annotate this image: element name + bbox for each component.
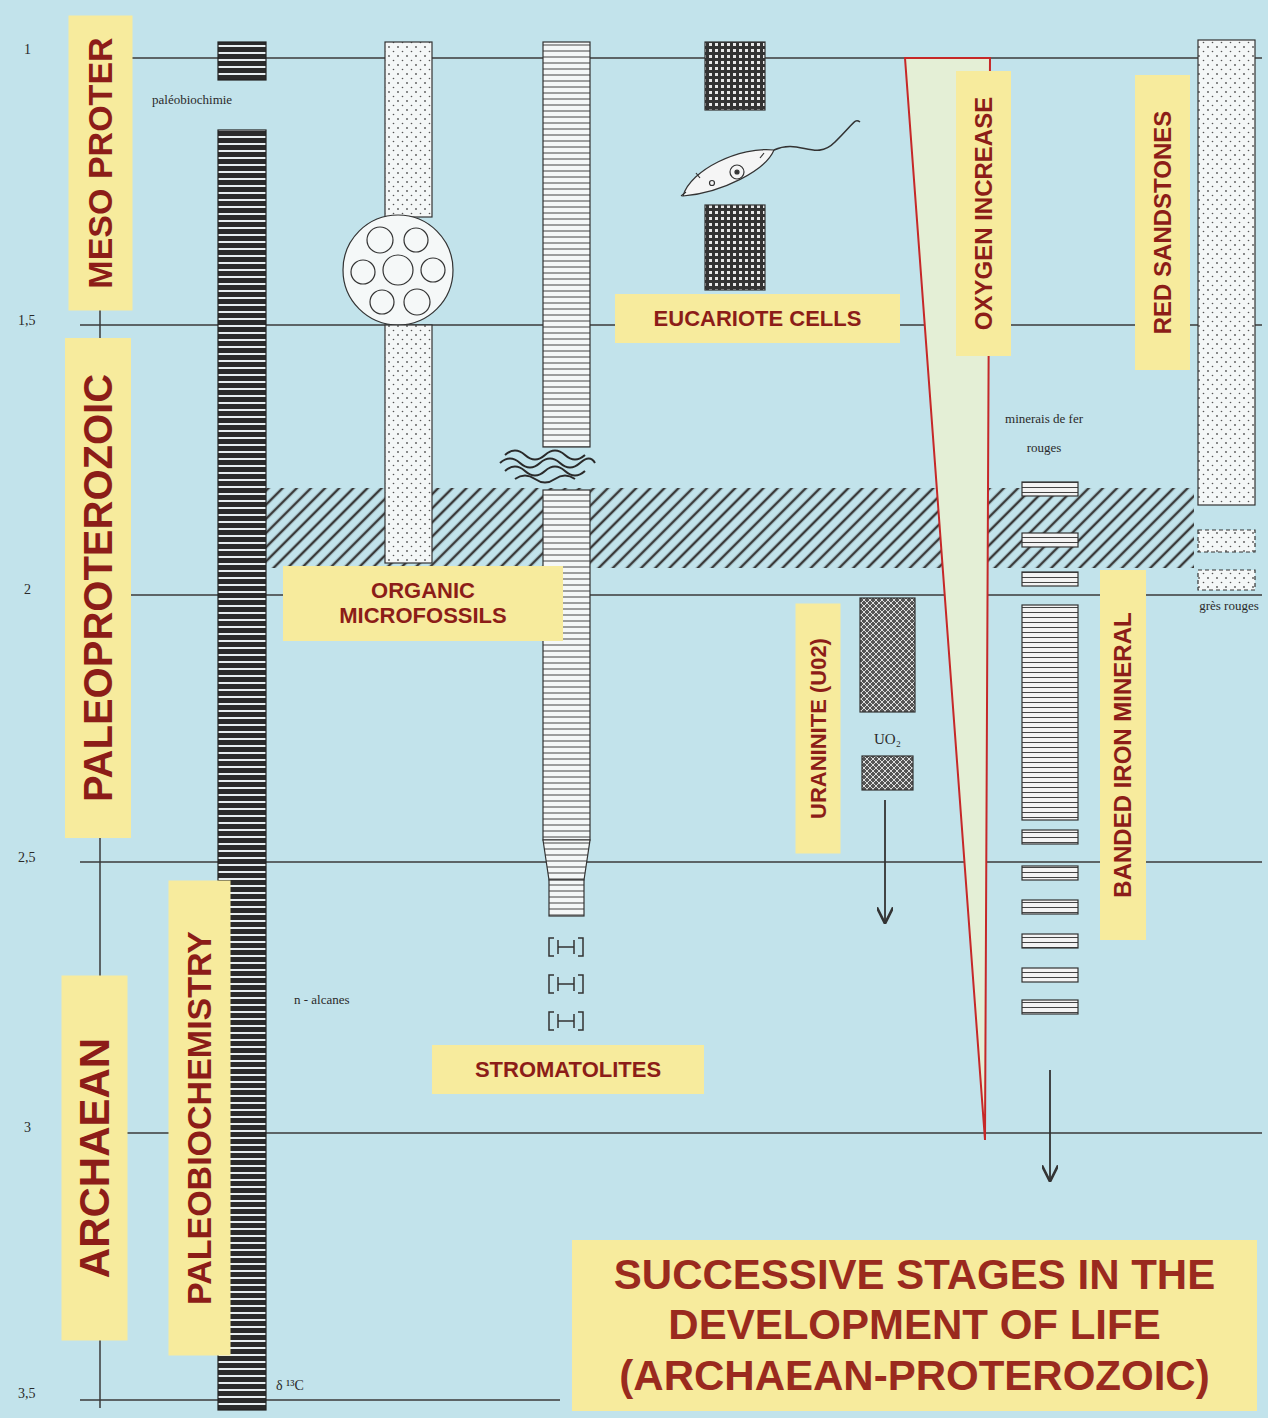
microfossil-cell: [421, 258, 445, 282]
microfossil-cell: [367, 227, 393, 253]
cell-vacuole: [710, 181, 715, 186]
cell-nucleus: [730, 165, 744, 179]
hatch-band: [232, 488, 1194, 568]
iron-column: [1022, 482, 1078, 1180]
axis-number: 1: [22, 42, 33, 59]
axis-number: 3: [22, 1120, 33, 1137]
iron-band: [1022, 830, 1078, 844]
label-text: ARCHAEAN: [70, 1038, 118, 1278]
iron-band: [1022, 866, 1078, 880]
cell-nucleolus: [735, 170, 739, 174]
microfossil-cell: [383, 255, 413, 285]
column-label: STROMATOLITES: [432, 1045, 704, 1094]
cell-spines: [681, 153, 764, 196]
ladder-column: [543, 840, 590, 880]
scribble: [505, 451, 585, 460]
stromatolite-symbol: [549, 938, 583, 956]
era-box: MESO PROTER: [68, 16, 132, 311]
stromatolite-symbols: [549, 938, 583, 1030]
microfossil-cell: [404, 228, 428, 252]
annotation: paléobiochimie: [150, 92, 234, 108]
column-label: PALEOBIOCHEMISTRY: [168, 881, 230, 1356]
ladder-column: [543, 490, 590, 840]
iron-band: [1022, 572, 1078, 586]
column-label: URANINITE (U02): [796, 603, 841, 853]
microfossil-cell: [404, 289, 430, 315]
era-box: PALEOPROTEROZOIC: [65, 338, 131, 838]
flagellum: [774, 121, 860, 151]
axis-number: 1,5: [16, 313, 38, 330]
grid-column: [705, 205, 765, 290]
dotted-column: [1198, 530, 1255, 552]
axis-number: 2,5: [16, 850, 38, 867]
uraninite-block: [860, 598, 915, 712]
ladder-column: [543, 42, 590, 447]
label-text: MESO PROTER: [80, 37, 119, 288]
axis-number: 3,5: [16, 1386, 38, 1403]
stripe-bar: [218, 42, 266, 80]
dotted-column: [1198, 40, 1255, 505]
era-box: ARCHAEAN: [61, 976, 127, 1341]
label-text: OXYGEN INCREASE: [969, 96, 997, 329]
scribble: [515, 476, 575, 483]
annotation: minerais de fer rouges: [992, 405, 1096, 462]
time-line: [80, 1399, 560, 1401]
label-text: ORGANIC MICROFOSSILS: [323, 578, 523, 629]
microfossil-cell: [370, 290, 394, 314]
annotation: grès rouges: [1197, 598, 1261, 614]
stromatolite-column: [500, 42, 595, 1030]
eukaryote-cell: [683, 150, 774, 196]
iron-band: [1022, 968, 1078, 982]
iron-band: [1022, 900, 1078, 914]
scribble: [505, 467, 585, 476]
uraninite-block: [862, 756, 913, 790]
microfossil-column: [343, 42, 453, 563]
annotation: n - alcanes: [292, 992, 352, 1008]
label-text: BANDED IRON MINERAL: [1109, 612, 1137, 897]
stromatolite-symbol: [549, 1012, 583, 1030]
column-label: ORGANIC MICROFOSSILS: [283, 566, 563, 641]
iron-band: [1022, 533, 1078, 547]
dotted-column: [385, 42, 432, 217]
microfossil-cell: [351, 260, 375, 284]
iron-band: [1022, 482, 1078, 496]
dotted-column: [385, 325, 432, 563]
column-label: OXYGEN INCREASE: [956, 71, 1011, 356]
iron-band: [1022, 605, 1078, 820]
uraninite-column: [860, 598, 915, 922]
arrow: [1049, 1070, 1051, 1180]
eukaryote-column: [681, 42, 860, 290]
grid-column: [705, 42, 765, 110]
title-box: SUCCESSIVE STAGES IN THE DEVELOPMENT OF …: [572, 1240, 1257, 1411]
label-text: STROMATOLITES: [442, 1057, 694, 1082]
column-label: BANDED IRON MINERAL: [1100, 570, 1146, 940]
stromatolite-scribble: [500, 451, 595, 483]
label-text: RED SANDSTONES: [1148, 110, 1176, 334]
title-text: SUCCESSIVE STAGES IN THE DEVELOPMENT OF …: [580, 1250, 1249, 1401]
dotted-column: [1198, 570, 1255, 590]
column-label: EUCARIOTE CELLS: [615, 294, 900, 343]
label-text: PALEOBIOCHEMISTRY: [179, 931, 218, 1305]
annotation: δ ¹³C: [274, 1378, 306, 1395]
ladder-column: [549, 880, 584, 916]
microfossil-circle: [343, 215, 453, 325]
iron-band: [1022, 934, 1078, 948]
stromatolite-symbol: [549, 975, 583, 993]
label-text: EUCARIOTE CELLS: [625, 306, 890, 331]
arrow: [884, 800, 886, 922]
axis-number: 2: [22, 582, 33, 599]
iron-band: [1022, 1000, 1078, 1014]
annotation: UO₂: [872, 730, 903, 748]
label-text: PALEOPROTEROZOIC: [75, 374, 121, 802]
sandstone-column: [1198, 40, 1255, 590]
column-label: RED SANDSTONES: [1135, 75, 1190, 370]
label-text: URANINITE (U02): [805, 638, 830, 819]
